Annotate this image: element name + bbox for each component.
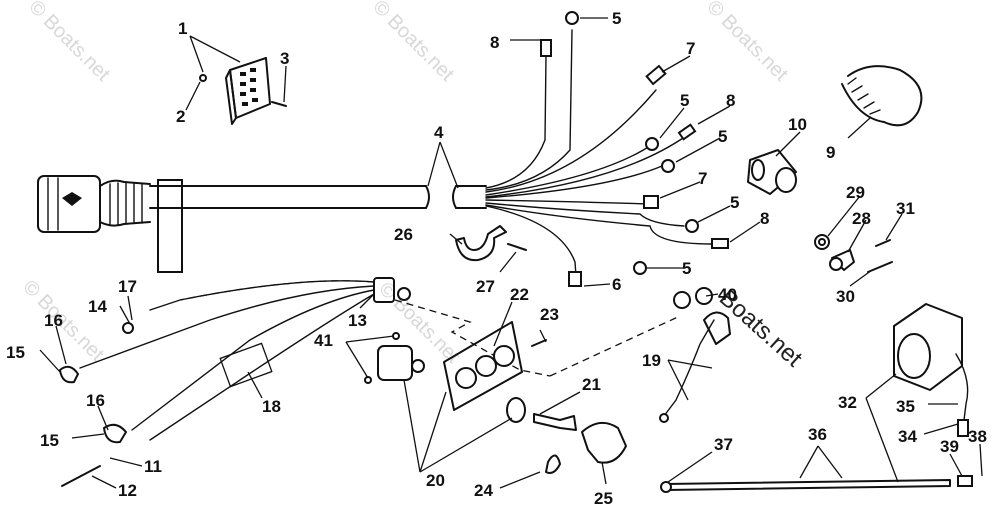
- tie-wrap: [545, 454, 561, 474]
- callout-27: 27: [476, 277, 495, 296]
- bullet-connector: [711, 238, 729, 249]
- callout-4: 4: [434, 123, 444, 142]
- spade-connector: [645, 64, 667, 86]
- key-switch: [59, 277, 681, 487]
- leader-lines: [39, 17, 983, 489]
- callout-1: 1: [178, 19, 187, 38]
- lanyard-cable: [659, 287, 731, 423]
- screw: [271, 101, 287, 107]
- callout-26: 26: [394, 225, 413, 244]
- callout-15: 15: [40, 431, 59, 450]
- callout-17: 17: [118, 277, 137, 296]
- callout-37: 37: [714, 435, 733, 454]
- spade-connector: [568, 271, 582, 287]
- callout-5: 5: [612, 9, 621, 28]
- callout-2: 2: [176, 107, 185, 126]
- callout-12: 12: [118, 481, 137, 500]
- washer: [673, 291, 691, 309]
- callout-5: 5: [730, 193, 739, 212]
- wiring-harness: [37, 29, 713, 277]
- callout-14: 14: [88, 297, 107, 316]
- watermark: © Boats.net: [24, 0, 114, 86]
- callout-7: 7: [686, 39, 695, 58]
- callout-29: 29: [846, 183, 865, 202]
- callout-5: 5: [682, 259, 691, 278]
- callout-labels: 1 2 3 4 5 5 5 5 5 5 6 7 7 8 8 8 9 10 11 …: [6, 9, 987, 508]
- callout-20: 20: [426, 471, 445, 490]
- callout-41: 41: [314, 331, 333, 350]
- callout-36: 36: [808, 425, 827, 444]
- bullet-connector: [957, 419, 969, 437]
- wire-piece: [61, 465, 101, 487]
- ring-terminal: [633, 261, 647, 275]
- callout-28: 28: [852, 209, 871, 228]
- ring-terminal: [122, 322, 134, 334]
- callout-22: 22: [510, 285, 529, 304]
- callout-23: 23: [540, 305, 559, 324]
- bullet-connector: [540, 39, 552, 57]
- ignition-key: [506, 397, 627, 474]
- screw: [875, 239, 891, 247]
- ring-terminal: [661, 159, 675, 173]
- callout-18: 18: [262, 397, 281, 416]
- callout-11: 11: [144, 457, 162, 476]
- callout-32: 32: [838, 393, 857, 412]
- callout-8: 8: [490, 33, 499, 52]
- cable-tie: [841, 65, 923, 127]
- boot-cap: [581, 421, 627, 464]
- callout-8: 8: [760, 209, 769, 228]
- callout-8: 8: [726, 91, 735, 110]
- extension-cable: [665, 479, 951, 491]
- callout-3: 3: [280, 49, 289, 68]
- bullet-connector: [957, 475, 973, 487]
- ignition-switch: [364, 332, 425, 384]
- boot-terminal: [59, 365, 79, 384]
- watermark: © Boats.net: [368, 0, 458, 86]
- watermark: © Boats.net: [702, 0, 792, 86]
- callout-5: 5: [680, 91, 689, 110]
- callout-5: 5: [718, 127, 727, 146]
- screw: [507, 243, 527, 251]
- callout-24: 24: [474, 481, 493, 500]
- callout-40: 40: [718, 285, 737, 304]
- callout-15: 15: [6, 343, 25, 362]
- callout-13: 13: [348, 311, 367, 330]
- callout-38: 38: [968, 427, 987, 446]
- harness-clamp: [157, 179, 183, 273]
- terminals: [540, 11, 729, 287]
- ring-terminal: [645, 137, 659, 151]
- callout-21: 21: [582, 375, 601, 394]
- harness-plug: [37, 175, 101, 233]
- watermark: © Boats.net: [374, 278, 464, 368]
- screw: [531, 339, 547, 347]
- switch-plate: [199, 57, 287, 125]
- callout-39: 39: [940, 437, 959, 456]
- callout-7: 7: [698, 169, 707, 188]
- control-panel: [443, 321, 547, 411]
- callout-34: 34: [898, 427, 917, 446]
- callout-9: 9: [826, 143, 835, 162]
- screw: [199, 74, 207, 82]
- ring-terminal: [685, 219, 699, 233]
- callout-19: 19: [642, 351, 661, 370]
- connector-body: [747, 149, 797, 195]
- callout-35: 35: [896, 397, 915, 416]
- callout-16: 16: [86, 391, 105, 410]
- callout-10: 10: [788, 115, 807, 134]
- bullet-connector: [677, 123, 697, 141]
- ring-terminal: [565, 11, 579, 25]
- callout-25: 25: [594, 489, 613, 508]
- clamp: [455, 225, 527, 262]
- spade-connector: [643, 195, 659, 209]
- callout-16: 16: [44, 311, 63, 330]
- callout-6: 6: [612, 275, 621, 294]
- boot-terminal: [103, 423, 127, 444]
- callout-30: 30: [836, 287, 855, 306]
- callout-31: 31: [896, 199, 915, 218]
- nut: [695, 287, 713, 305]
- hardware: [814, 234, 893, 273]
